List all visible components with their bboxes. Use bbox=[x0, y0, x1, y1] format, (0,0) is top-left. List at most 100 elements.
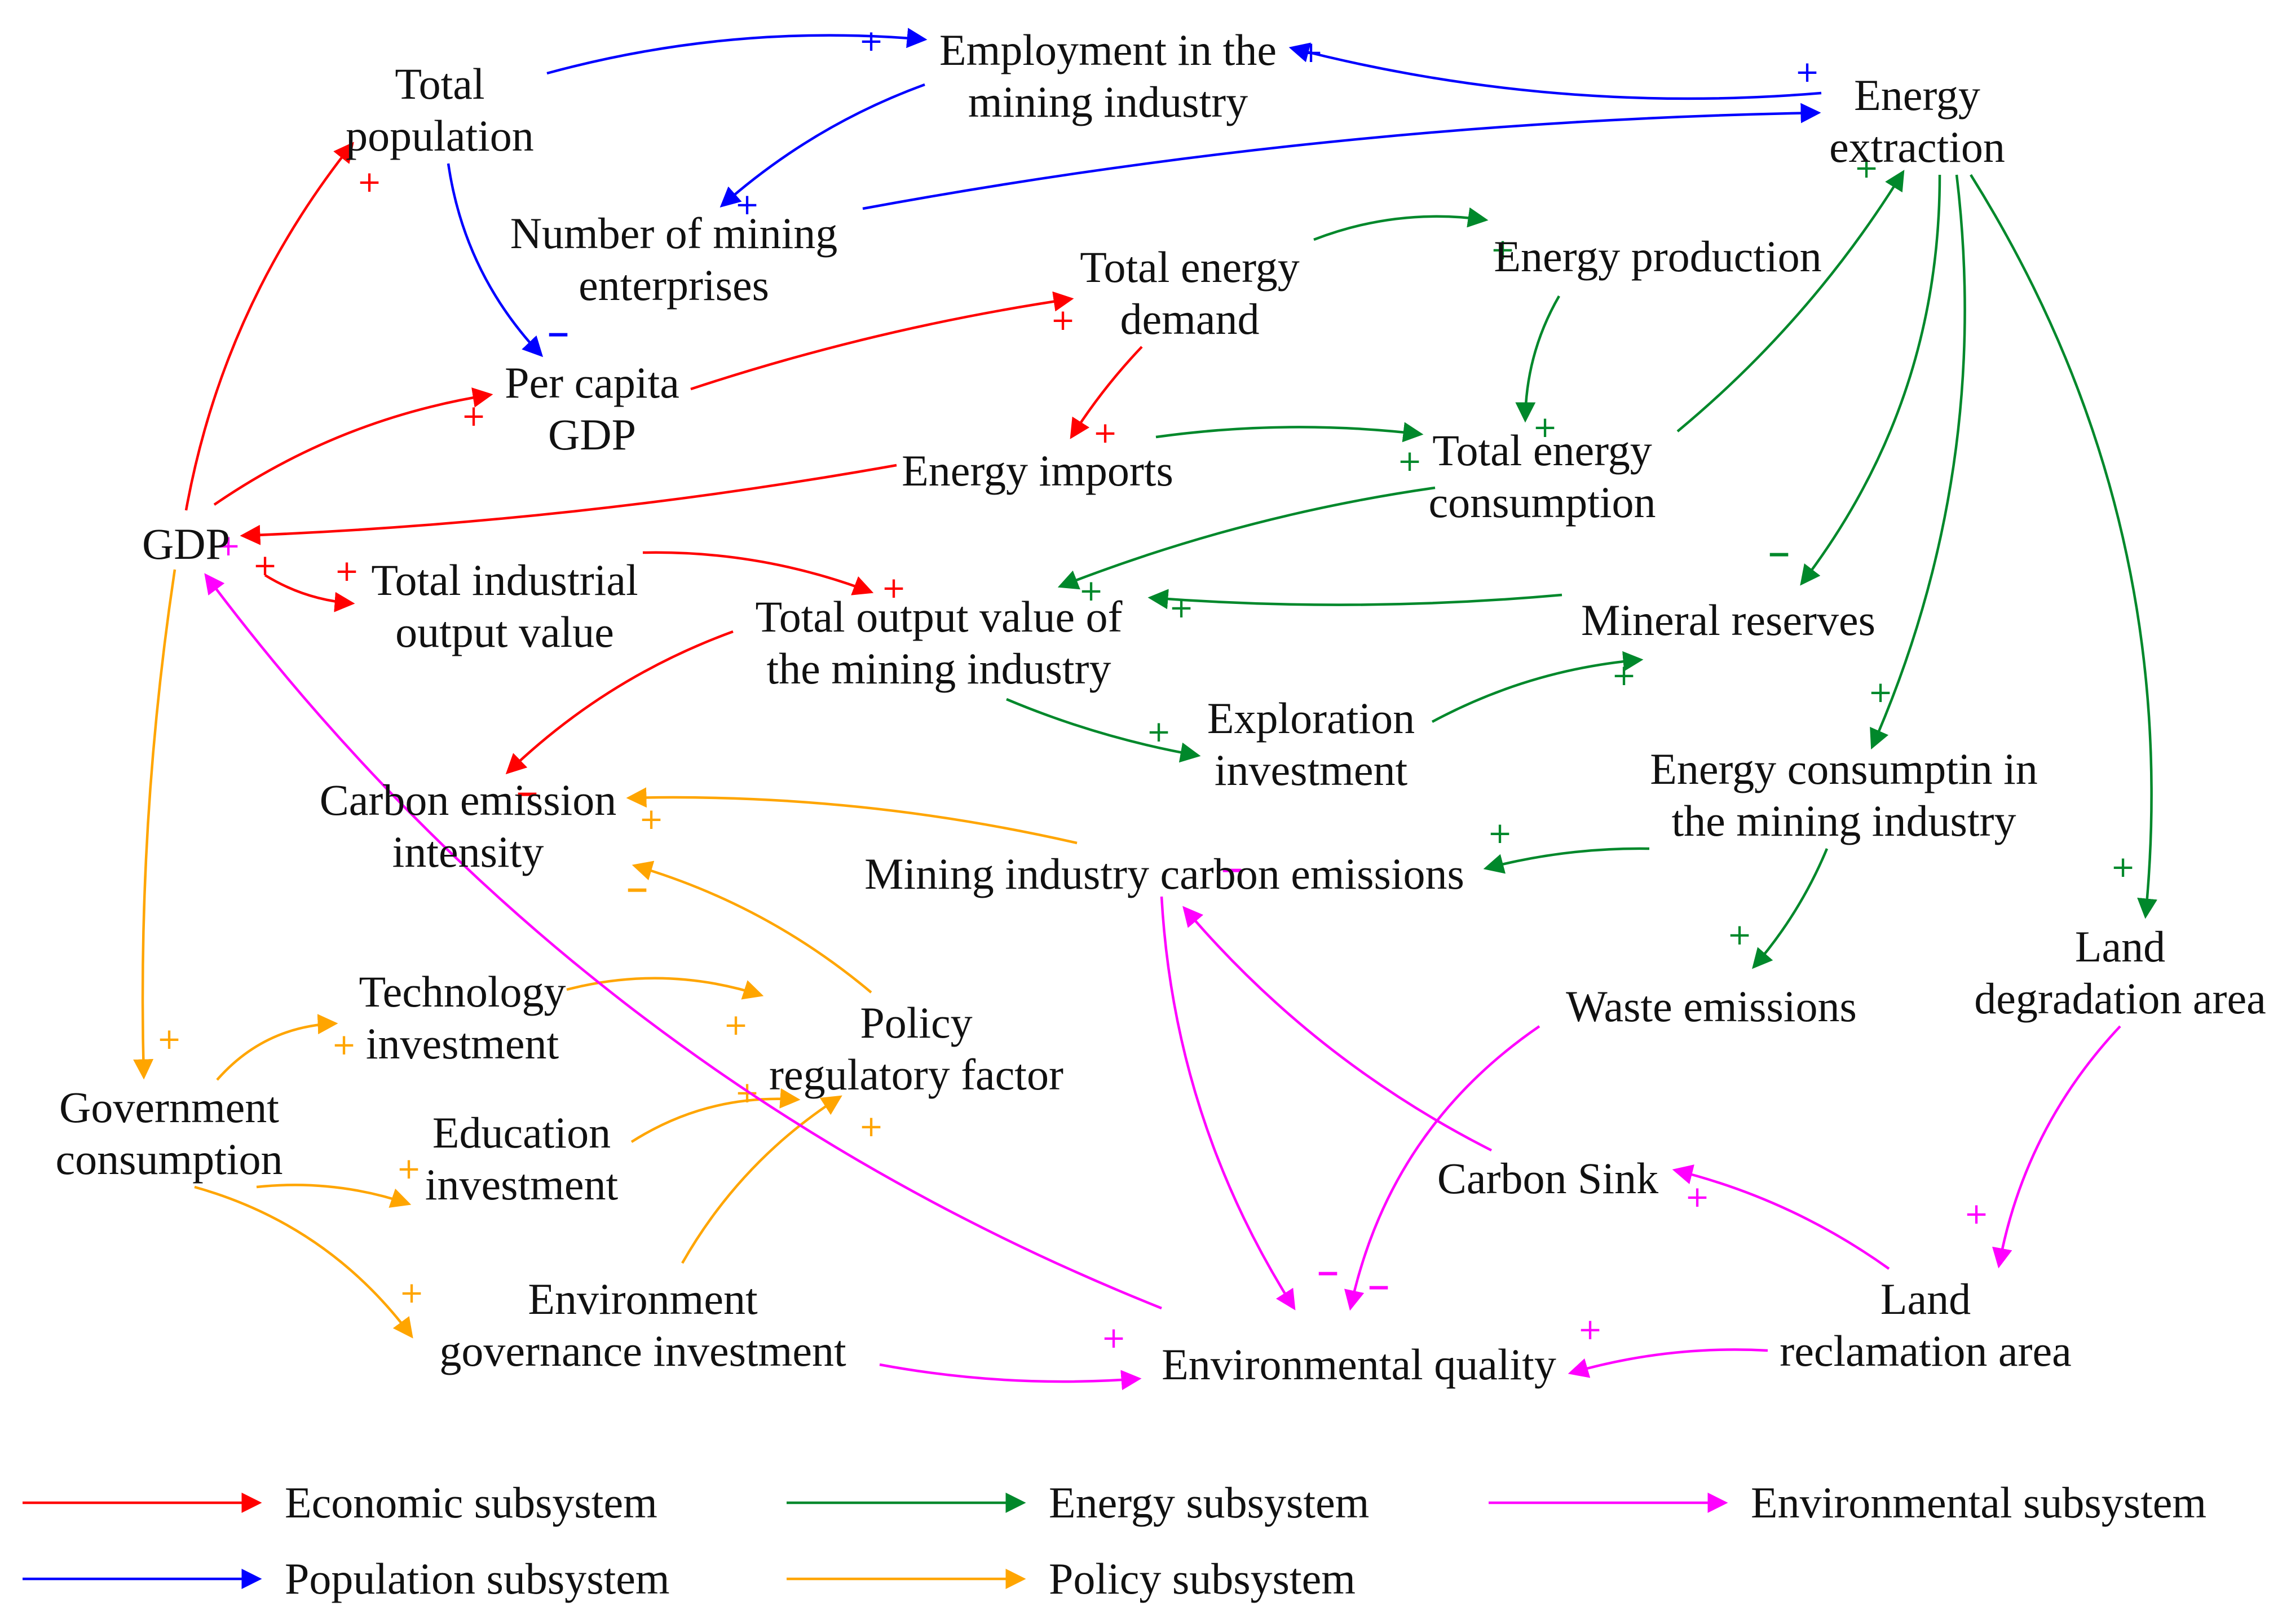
link-sign-land_reclamation-to-carbon_sink: + bbox=[1685, 1180, 1710, 1214]
link-environmental_quality-to-gdp bbox=[204, 573, 1162, 1310]
link-sign-energy_production-to-total_energy_consumption: + bbox=[1533, 411, 1557, 444]
link-mineral_reserves-to-total_output_mining bbox=[1147, 589, 1562, 610]
link-education_investment-to-policy_factor bbox=[630, 1088, 801, 1143]
link-sign-total_energy_consumption-to-energy_extraction: + bbox=[1854, 151, 1879, 185]
link-total_population-to-employment bbox=[546, 28, 928, 75]
link-environment_governance-to-environmental_quality bbox=[879, 1363, 1142, 1391]
link-total_energy_demand-to-energy_production bbox=[1313, 207, 1489, 241]
link-government_consumption-to-environment_governance bbox=[194, 1185, 413, 1339]
link-total_output_mining-to-exploration_investment bbox=[1006, 698, 1201, 763]
link-sign-land_degradation-to-land_reclamation: + bbox=[1964, 1197, 1989, 1231]
link-gdp-to-total_industrial_output bbox=[264, 574, 355, 612]
node-label-line: governance investment bbox=[439, 1326, 846, 1375]
node-label-line: intensity bbox=[392, 827, 544, 876]
link-sign-environmental_quality-to-gdp: + bbox=[216, 529, 241, 563]
link-sign-total_energy_consumption-to-total_output_mining: + bbox=[1079, 574, 1103, 608]
link-technology_investment-to-policy_factor bbox=[566, 977, 764, 1000]
node-label-line: Environmental quality bbox=[1162, 1340, 1556, 1389]
link-sign-exploration_investment-to-mineral_reserves: + bbox=[1612, 659, 1636, 692]
node-label-line: Mining industry carbon emissions bbox=[864, 849, 1464, 898]
node-label-line: Waste emissions bbox=[1566, 982, 1857, 1031]
node-label-line: Education bbox=[432, 1108, 611, 1157]
node-energy-imports: Energy imports bbox=[902, 446, 1173, 495]
link-sign-energy_extraction-to-land_degradation: + bbox=[2111, 850, 2135, 884]
link-policy_factor-to-carbon_emission_intensity bbox=[632, 860, 872, 994]
node-waste-emissions: Waste emissions bbox=[1566, 982, 1857, 1031]
legend-label-policy: Policy subsystem bbox=[1049, 1554, 1356, 1603]
link-sign-education_investment-to-policy_factor: + bbox=[735, 1076, 760, 1110]
node-label-line: Total energy bbox=[1080, 242, 1299, 292]
link-sign-gdp-to-per_capita_gdp: + bbox=[461, 399, 486, 433]
link-sign-total_energy_demand-to-energy_imports: + bbox=[1093, 416, 1118, 450]
link-land_reclamation-to-carbon_sink bbox=[1672, 1164, 1890, 1270]
link-energy_imports-to-gdp bbox=[240, 464, 897, 545]
link-employment-to-mining_enterprises bbox=[719, 83, 925, 208]
link-gdp-to-total_population bbox=[184, 142, 354, 511]
node-label-line: investment bbox=[366, 1019, 559, 1068]
link-sign-employment-to-mining_enterprises: + bbox=[735, 188, 760, 222]
node-label-line: consumption bbox=[1429, 478, 1656, 527]
link-sign-gdp-to-total_industrial_output: + bbox=[334, 554, 359, 588]
node-label-line: demand bbox=[1120, 294, 1260, 343]
node-label-line: Government bbox=[59, 1083, 279, 1132]
node-label-line: Environment bbox=[528, 1274, 758, 1323]
link-total_industrial_output-to-total_output_mining bbox=[642, 551, 874, 595]
link-sign-gdp-to-government_consumption: + bbox=[157, 1022, 182, 1056]
node-label-line: enterprises bbox=[579, 261, 769, 310]
node-label-line: Land bbox=[2075, 922, 2165, 971]
link-environment_governance-to-policy_factor bbox=[681, 1095, 842, 1264]
link-sign-land_reclamation-to-environmental_quality: + bbox=[1578, 1313, 1603, 1347]
legend-label-energy: Energy subsystem bbox=[1049, 1478, 1369, 1527]
node-label-line: Energy bbox=[1854, 70, 1980, 120]
link-sign-technology_investment-to-policy_factor: + bbox=[723, 1008, 748, 1042]
link-per_capita_gdp-to-total_energy_demand bbox=[690, 291, 1074, 391]
node-label-line: Total output value of bbox=[756, 592, 1123, 641]
link-mining_enterprises-to-energy_extraction bbox=[862, 103, 1821, 210]
links-layer: ++++−+++++++−++++++++−+++++−++++++++−−−+… bbox=[133, 24, 2157, 1391]
node-mining-carbon-emissions: Mining industry carbon emissions bbox=[864, 849, 1464, 898]
link-waste_emissions-to-environmental_quality bbox=[1344, 1025, 1540, 1311]
node-label-line: Technology bbox=[359, 967, 566, 1016]
link-gdp-to-government_consumption bbox=[133, 569, 176, 1080]
node-label-line: Carbon emission bbox=[320, 775, 616, 824]
link-sign-energy_consumption_mining-to-waste_emissions: + bbox=[1727, 918, 1752, 952]
node-carbon-sink: Carbon Sink bbox=[1437, 1154, 1658, 1203]
node-label-line: degradation area bbox=[1974, 974, 2266, 1023]
link-energy_consumption_mining-to-waste_emissions bbox=[1752, 848, 1829, 969]
node-label-line: Land bbox=[1881, 1274, 1971, 1323]
link-sign-mining_carbon_emissions-to-environmental_quality: − bbox=[1316, 1256, 1340, 1290]
link-sign-total_output_mining-to-exploration_investment: + bbox=[1146, 715, 1171, 749]
node-label-line: Total bbox=[395, 59, 484, 108]
link-total_output_mining-to-carbon_emission_intensity bbox=[505, 630, 734, 775]
link-sign-energy_extraction-to-employment: + bbox=[1299, 36, 1323, 69]
node-gdp: GDP bbox=[142, 519, 230, 568]
node-label-line: consumption bbox=[56, 1135, 283, 1184]
link-energy_imports-to-total_energy_consumption bbox=[1155, 422, 1424, 443]
link-government_consumption-to-education_investment bbox=[256, 1184, 412, 1208]
link-energy_extraction-to-land_degradation bbox=[1970, 174, 2157, 919]
node-label-line: investment bbox=[425, 1160, 619, 1209]
link-energy_extraction-to-mineral_reserves bbox=[1800, 174, 1941, 586]
link-energy_production-to-total_energy_consumption bbox=[1515, 295, 1560, 423]
legend-label-population: Population subsystem bbox=[285, 1554, 670, 1603]
link-sign-mineral_reserves-to-total_output_mining: + bbox=[1169, 591, 1194, 625]
node-label-line: population bbox=[346, 111, 534, 160]
node-label-line: the mining industry bbox=[767, 644, 1111, 693]
node-label-line: regulatory factor bbox=[769, 1050, 1063, 1099]
link-energy_extraction-to-employment bbox=[1288, 42, 1822, 100]
link-sign-energy_extraction-to-energy_consumption_mining: + bbox=[1868, 676, 1893, 709]
link-sign-government_consumption-to-environment_governance: + bbox=[399, 1276, 424, 1310]
link-total_energy_demand-to-energy_imports bbox=[1070, 346, 1143, 439]
